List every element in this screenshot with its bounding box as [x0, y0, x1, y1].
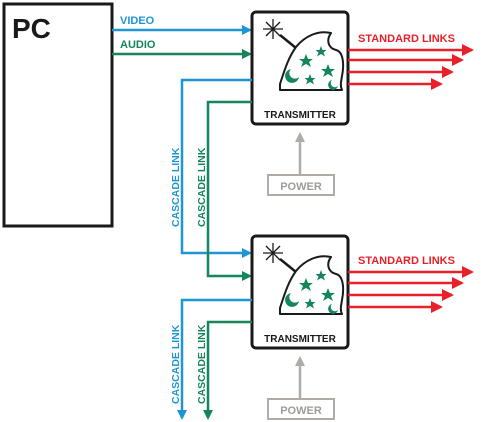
transmitter-1-label: TRANSMITTER [264, 110, 336, 121]
power-1-box [267, 174, 335, 196]
pc-box [2, 2, 114, 228]
cascade-out-video-line [177, 298, 252, 420]
cascade-label-green-2: CASCADE LINK [196, 324, 208, 404]
cascade-label-blue-1: CASCADE LINK [170, 147, 182, 227]
cascade-video-line [180, 78, 252, 258]
cascade-audio-line [206, 100, 252, 281]
standard-links-2-label: STANDARD LINKS [358, 255, 455, 267]
cascade-label-blue-2: CASCADE LINK [170, 324, 182, 404]
power-1-label: POWER [280, 181, 322, 193]
audio-label: AUDIO [120, 39, 156, 51]
power-2-label: POWER [280, 405, 322, 417]
cascade-label-green-1: CASCADE LINK [196, 147, 208, 227]
standard-links-2 [348, 266, 474, 313]
video-label: VIDEO [120, 15, 155, 27]
cascade-out-audio-line [203, 320, 252, 420]
transmitter-2-label: TRANSMITTER [264, 334, 336, 345]
standard-links-1-label: STANDARD LINKS [358, 33, 455, 45]
standard-links-1 [348, 44, 474, 90]
power-2-box [267, 398, 335, 420]
pc-label: PC [12, 13, 51, 44]
